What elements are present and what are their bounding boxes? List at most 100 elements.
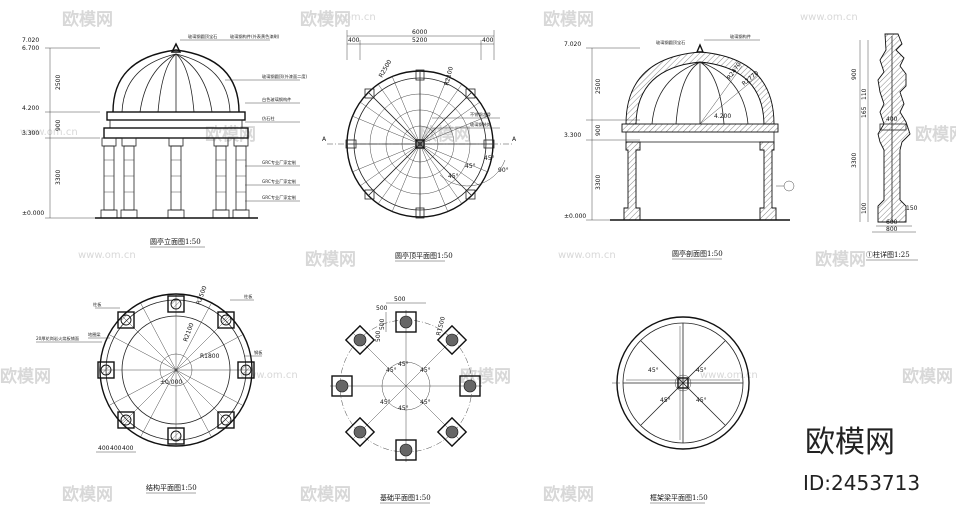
dim-label: 110 [861,88,868,100]
watermark-logo: 欧模网 [62,484,113,505]
svg-text:欧模网: 欧模网 [300,484,351,505]
watermark-url: www.om.cn [700,370,758,381]
drawing-caption: 基础平面图1:50 [380,493,431,502]
dim-label: 2500 [595,79,602,94]
watermark-logo: 欧模网 [815,249,866,270]
angle-label: 45° [420,399,431,406]
dim-label: 500 [379,318,386,330]
watermark-layer: 欧模网 欧模网 欧模网 www.om.cn www.om.cn www.om.c… [0,9,956,505]
angle-label: 45° [380,399,391,406]
column-pads [97,295,255,445]
radial-lines [330,310,482,462]
brand-stamp: 欧模网 ID:2453713 [803,425,920,495]
level-label: 4.200 [22,105,39,112]
annotation-note: 白色玻璃钢构件 [262,96,291,103]
watermark-logo: 欧模网 [305,249,356,270]
footing-pads [331,311,481,461]
top-plan-drawing: 6000 5200 400 400 [322,29,517,262]
level-label: ±0.000 [160,379,182,386]
watermark-logo: 欧模网 [300,9,351,30]
drawing-caption: 圆亭立面图1:50 [150,237,201,246]
angle-label: 45° [484,155,495,162]
dim-label: 500 [394,296,406,303]
dim-label: R2500 [195,285,208,306]
dim-label: R1800 [200,353,220,360]
watermark-logo: 欧模网 [0,366,51,387]
dim-label: R2100 [182,322,195,343]
svg-text:欧模网: 欧模网 [902,366,953,387]
angle-label: 45° [398,361,409,368]
watermark-url: www.om.cn [240,370,298,381]
angle-label: 45° [420,367,431,374]
watermark-logo: 欧模网 [543,484,594,505]
watermark-url: www.om.cn [800,12,858,23]
level-label: ±0.000 [564,213,586,220]
annotation-note: 玻璃钢构件 [730,33,751,40]
angle-label: 45° [398,405,409,412]
dim-label: 165 [861,106,868,118]
elevation-drawing: 7.020 6.700 4.200 3.300 ±0.000 2500 900 … [22,33,308,248]
dim-label: 5200 [412,37,427,44]
svg-text:欧模网: 欧模网 [0,366,51,387]
annotation-note: 玻璃钢构件(外表黄色漆刷) [230,33,280,40]
dim-label: 2500 [55,75,62,90]
watermark-logo: 欧模网 [62,9,113,30]
dim-label: 900 [851,68,858,80]
annotation-note: 柱板 [244,293,253,300]
dim-label: 900 [55,119,62,131]
angle-label: 45° [386,367,397,374]
brand-name: 欧模网 [805,425,895,460]
dim-label: 400 [110,445,122,452]
watermark-url: www.om.cn [318,12,376,23]
frame-plan-drawing: 45° 45° 45° 45° 框架梁平面图1:50 [612,316,750,504]
svg-text:欧模网: 欧模网 [543,9,594,30]
watermark-logo: 欧模网 [300,484,351,505]
svg-text:www.om.cn: www.om.cn [240,370,298,381]
svg-text:欧模网: 欧模网 [543,484,594,505]
svg-text:欧模网: 欧模网 [420,124,471,145]
angle-label: 45° [696,367,707,374]
angle-label: 45° [660,397,671,404]
dim-label: 3300 [595,175,602,190]
svg-text:www.om.cn: www.om.cn [800,12,858,23]
brand-id: ID:2453713 [803,471,920,495]
annotation-note: 玻璃钢圆顶宝石 [656,39,685,46]
angle-label: 90° [498,167,509,174]
column-detail-drawing: 900 110 165 3300 100 400 600 800 150 ①柱详… [851,33,918,261]
svg-text:欧模网: 欧模网 [300,9,351,30]
annotation-note: GRC专业厂家定制 [262,178,296,185]
svg-text:欧模网: 欧模网 [205,124,256,145]
dim-label: 400 [886,116,898,123]
annotation-note: 玻璃钢圆顶宝石 [188,33,217,40]
section-mark: A [322,136,327,143]
svg-text:www.om.cn: www.om.cn [700,370,758,381]
dim-label: 150 [906,205,918,212]
level-label: ±0.000 [22,210,44,217]
annotation-note: 不锈钢龙骨 [470,111,491,118]
watermark-logo: 欧模网 [205,124,256,145]
svg-text:欧模网: 欧模网 [62,9,113,30]
drawing-caption: ①柱详图1:25 [866,250,910,259]
dim-label: 100 [861,202,868,214]
angle-label: 45° [465,163,476,170]
watermark-logo: 欧模网 [543,9,594,30]
watermark-url: www.om.cn [558,250,616,261]
dim-label: 900 [595,124,602,136]
angle-label: 45° [448,173,459,180]
watermark-url: www.om.cn [78,250,136,261]
dim-label: 400 [348,37,360,44]
annotation-note: GRC专业厂家定制 [262,194,296,201]
drawing-caption: 圆亭顶平面图1:50 [395,251,453,260]
annotation-note: 20厚花岗岩火烧板铺面 [36,335,79,342]
structure-plan-drawing: R2500 R2100 R1800 ±0.000 400 400 400 柱板 … [36,285,263,494]
dim-label: R2500 [378,59,394,79]
watermark-url: www.om.cn [20,127,78,138]
annotation-note: 地圈梁 [88,331,101,338]
radial-lines [100,294,252,446]
drawing-caption: 框架梁平面图1:50 [650,493,708,502]
drawing-caption: 结构平面图1:50 [146,483,197,492]
dim-label: 400 [98,445,110,452]
dim-label: 3300 [851,153,858,168]
dim-label: 4.200 [714,113,731,120]
